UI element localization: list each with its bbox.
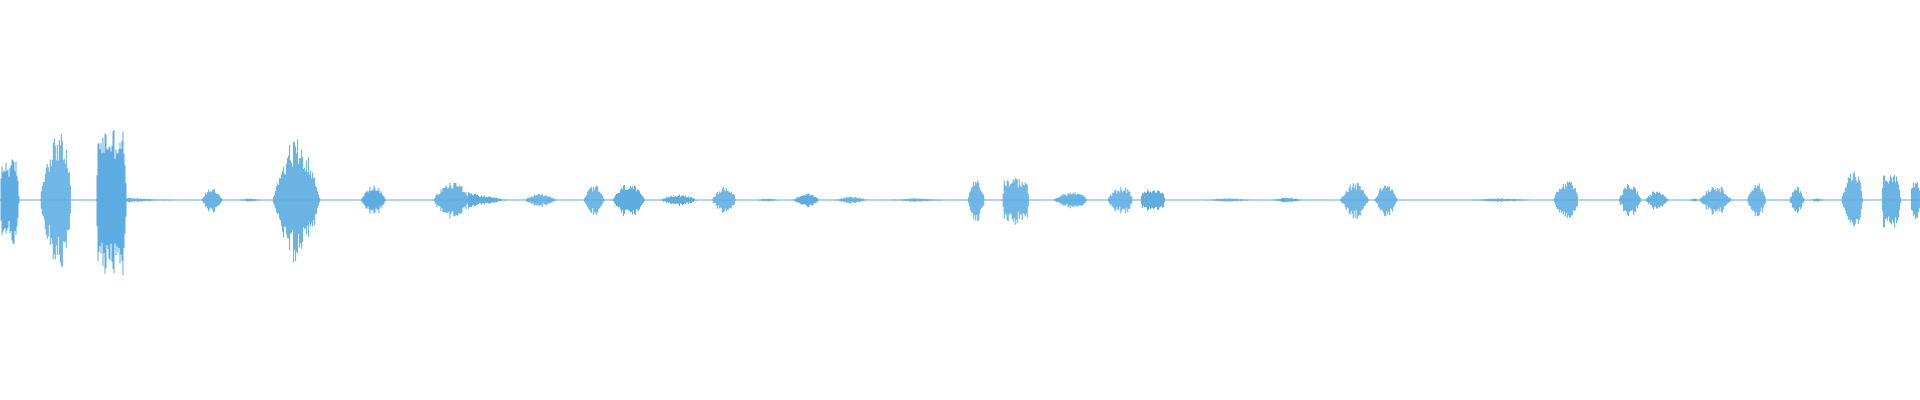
waveform-bars (0, 130, 1920, 275)
